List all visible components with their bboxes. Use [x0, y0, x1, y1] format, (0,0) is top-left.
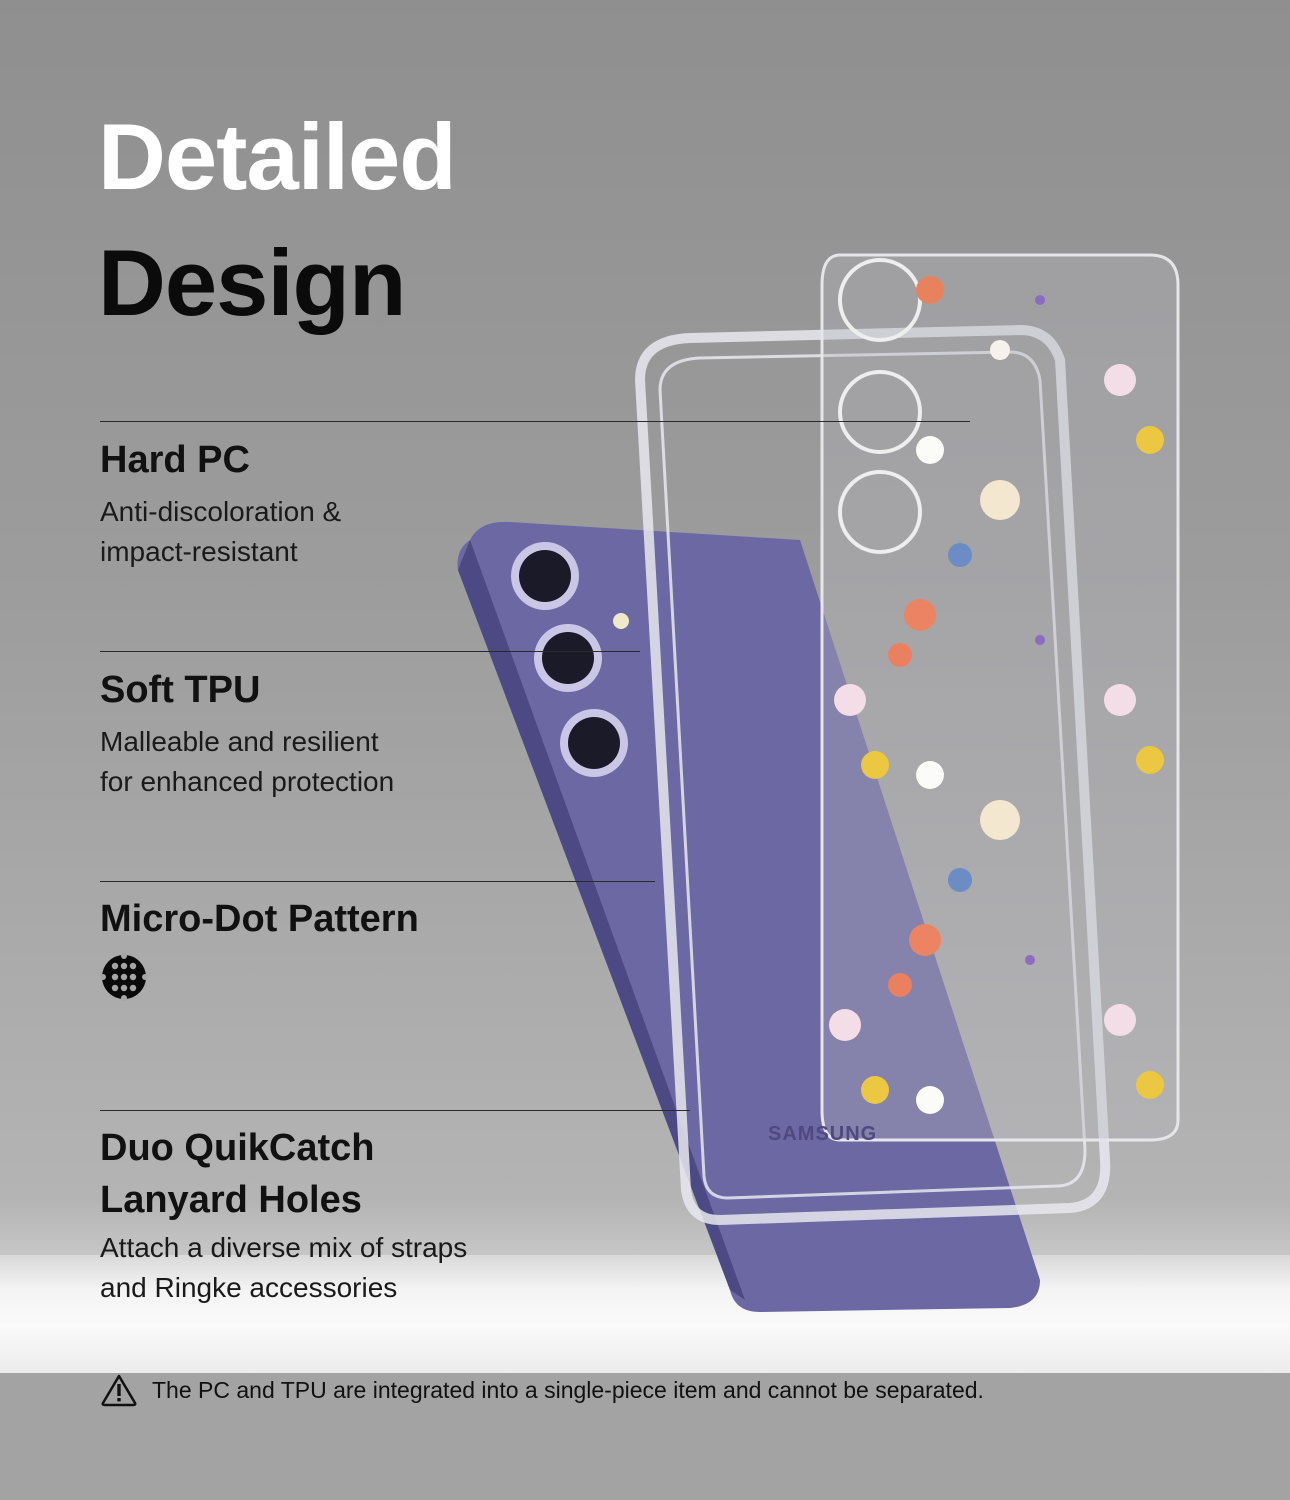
- warning-icon: [101, 1374, 137, 1407]
- feature-hard-pc: Hard PC Anti-discoloration & impact-resi…: [100, 434, 341, 572]
- feature-lanyard-holes: Duo QuikCatch Lanyard Holes Attach a div…: [100, 1122, 467, 1308]
- feature-title: Soft TPU: [100, 669, 261, 711]
- callout-line-hard-pc: [100, 421, 970, 422]
- note-text: The PC and TPU are integrated into a sin…: [152, 1376, 984, 1403]
- feature-soft-tpu: Soft TPU Malleable and resilient for enh…: [100, 664, 394, 802]
- note-band: [0, 1373, 1290, 1500]
- feature-description: Anti-discoloration & impact-resistant: [100, 496, 342, 567]
- phone-brand-logo: SAMSUNG: [768, 1123, 877, 1145]
- feature-description: Malleable and resilient for enhanced pro…: [100, 726, 395, 797]
- clear-case-bumper: [634, 324, 1111, 1226]
- feature-title: Duo QuikCatch Lanyard Holes: [100, 1127, 375, 1221]
- callout-line-micro-dot: [100, 881, 655, 882]
- heading-line-2: Design: [98, 230, 406, 335]
- micro-dot-pattern-icon: [100, 953, 148, 1001]
- callout-line-soft-tpu: [100, 651, 640, 652]
- feature-title: Hard PC: [100, 439, 250, 481]
- floor-backdrop: [0, 1255, 1290, 1373]
- callout-line-lanyard: [100, 1110, 690, 1111]
- feature-micro-dot: Micro-Dot Pattern: [100, 893, 419, 1006]
- feature-title: Micro-Dot Pattern: [100, 898, 419, 940]
- separation-note: The PC and TPU are integrated into a sin…: [100, 1370, 984, 1410]
- heading-line-1: Detailed: [98, 104, 457, 209]
- floral-back-panel: [820, 253, 1180, 1142]
- feature-description: Attach a diverse mix of straps and Ringk…: [100, 1232, 468, 1303]
